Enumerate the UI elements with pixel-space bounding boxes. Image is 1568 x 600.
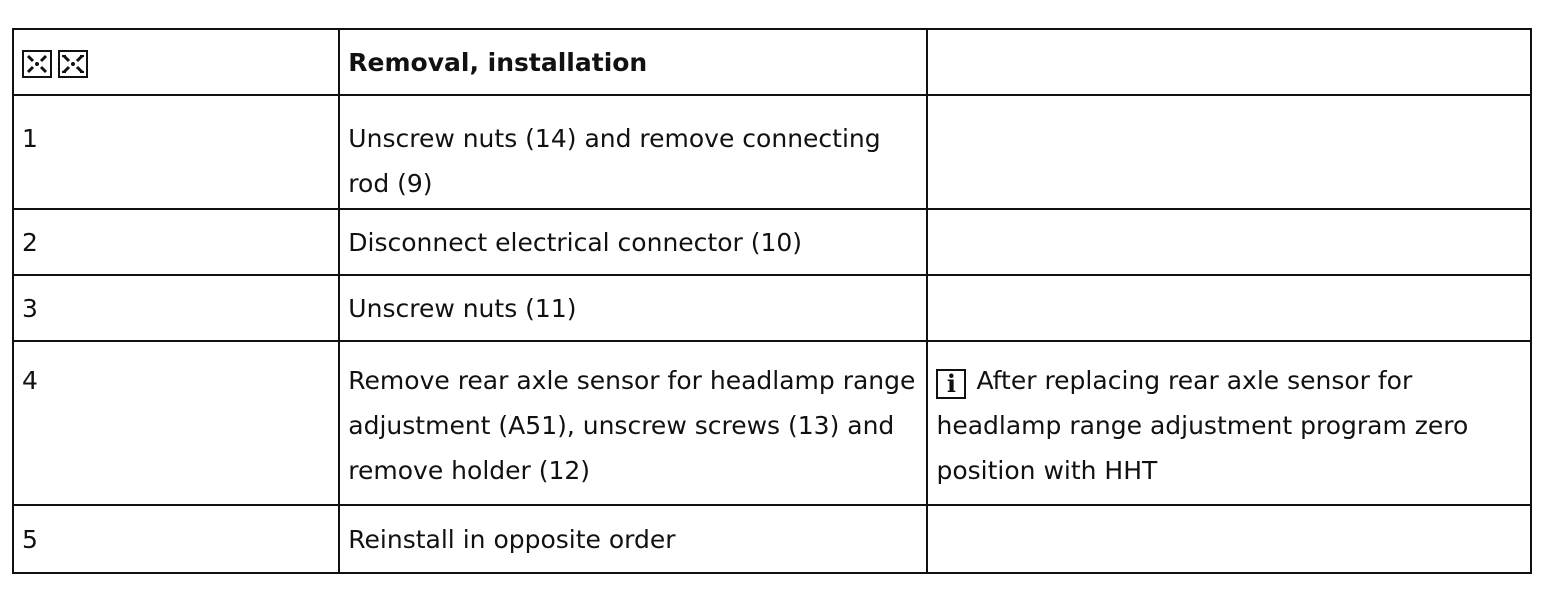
procedure-table: Removal, installation 1 Unscrew nuts (14… — [11, 28, 1532, 574]
step-note — [926, 208, 1532, 276]
step-action: Remove rear axle sensor for headlamp ran… — [338, 340, 929, 506]
table-row: 1 Unscrew nuts (14) and remove connectin… — [11, 94, 1532, 210]
step-number: 3 — [11, 274, 341, 342]
table-row: 3 Unscrew nuts (11) — [11, 274, 1532, 342]
step-number: 2 — [11, 208, 341, 276]
step-action: Reinstall in opposite order — [338, 504, 929, 574]
step-number: 1 — [11, 94, 341, 210]
table-header-row: Removal, installation — [11, 28, 1532, 96]
installation-tool-icon — [58, 49, 88, 78]
table-row: 4 Remove rear axle sensor for headlamp r… — [11, 340, 1532, 506]
header-icons-cell — [11, 28, 341, 96]
table-row: 2 Disconnect electrical connector (10) — [11, 208, 1532, 276]
step-note — [926, 504, 1532, 574]
header-note-cell — [926, 28, 1532, 96]
step-action: Unscrew nuts (11) — [338, 274, 929, 342]
step-action: Disconnect electrical connector (10) — [338, 208, 929, 276]
tool-icons — [22, 49, 88, 78]
removal-tool-icon — [22, 49, 52, 78]
table-row: 5 Reinstall in opposite order — [11, 504, 1532, 574]
info-icon: i — [936, 369, 967, 399]
page-title: Removal, installation — [348, 47, 648, 77]
header-title-cell: Removal, installation — [338, 28, 929, 96]
step-note: After replacing rear axle sensor for hea… — [936, 366, 1469, 485]
step-note — [926, 94, 1532, 210]
step-action: Unscrew nuts (14) and remove connecting … — [338, 94, 929, 210]
step-note — [926, 274, 1532, 342]
step-number: 4 — [11, 340, 341, 506]
step-number: 5 — [11, 504, 341, 574]
